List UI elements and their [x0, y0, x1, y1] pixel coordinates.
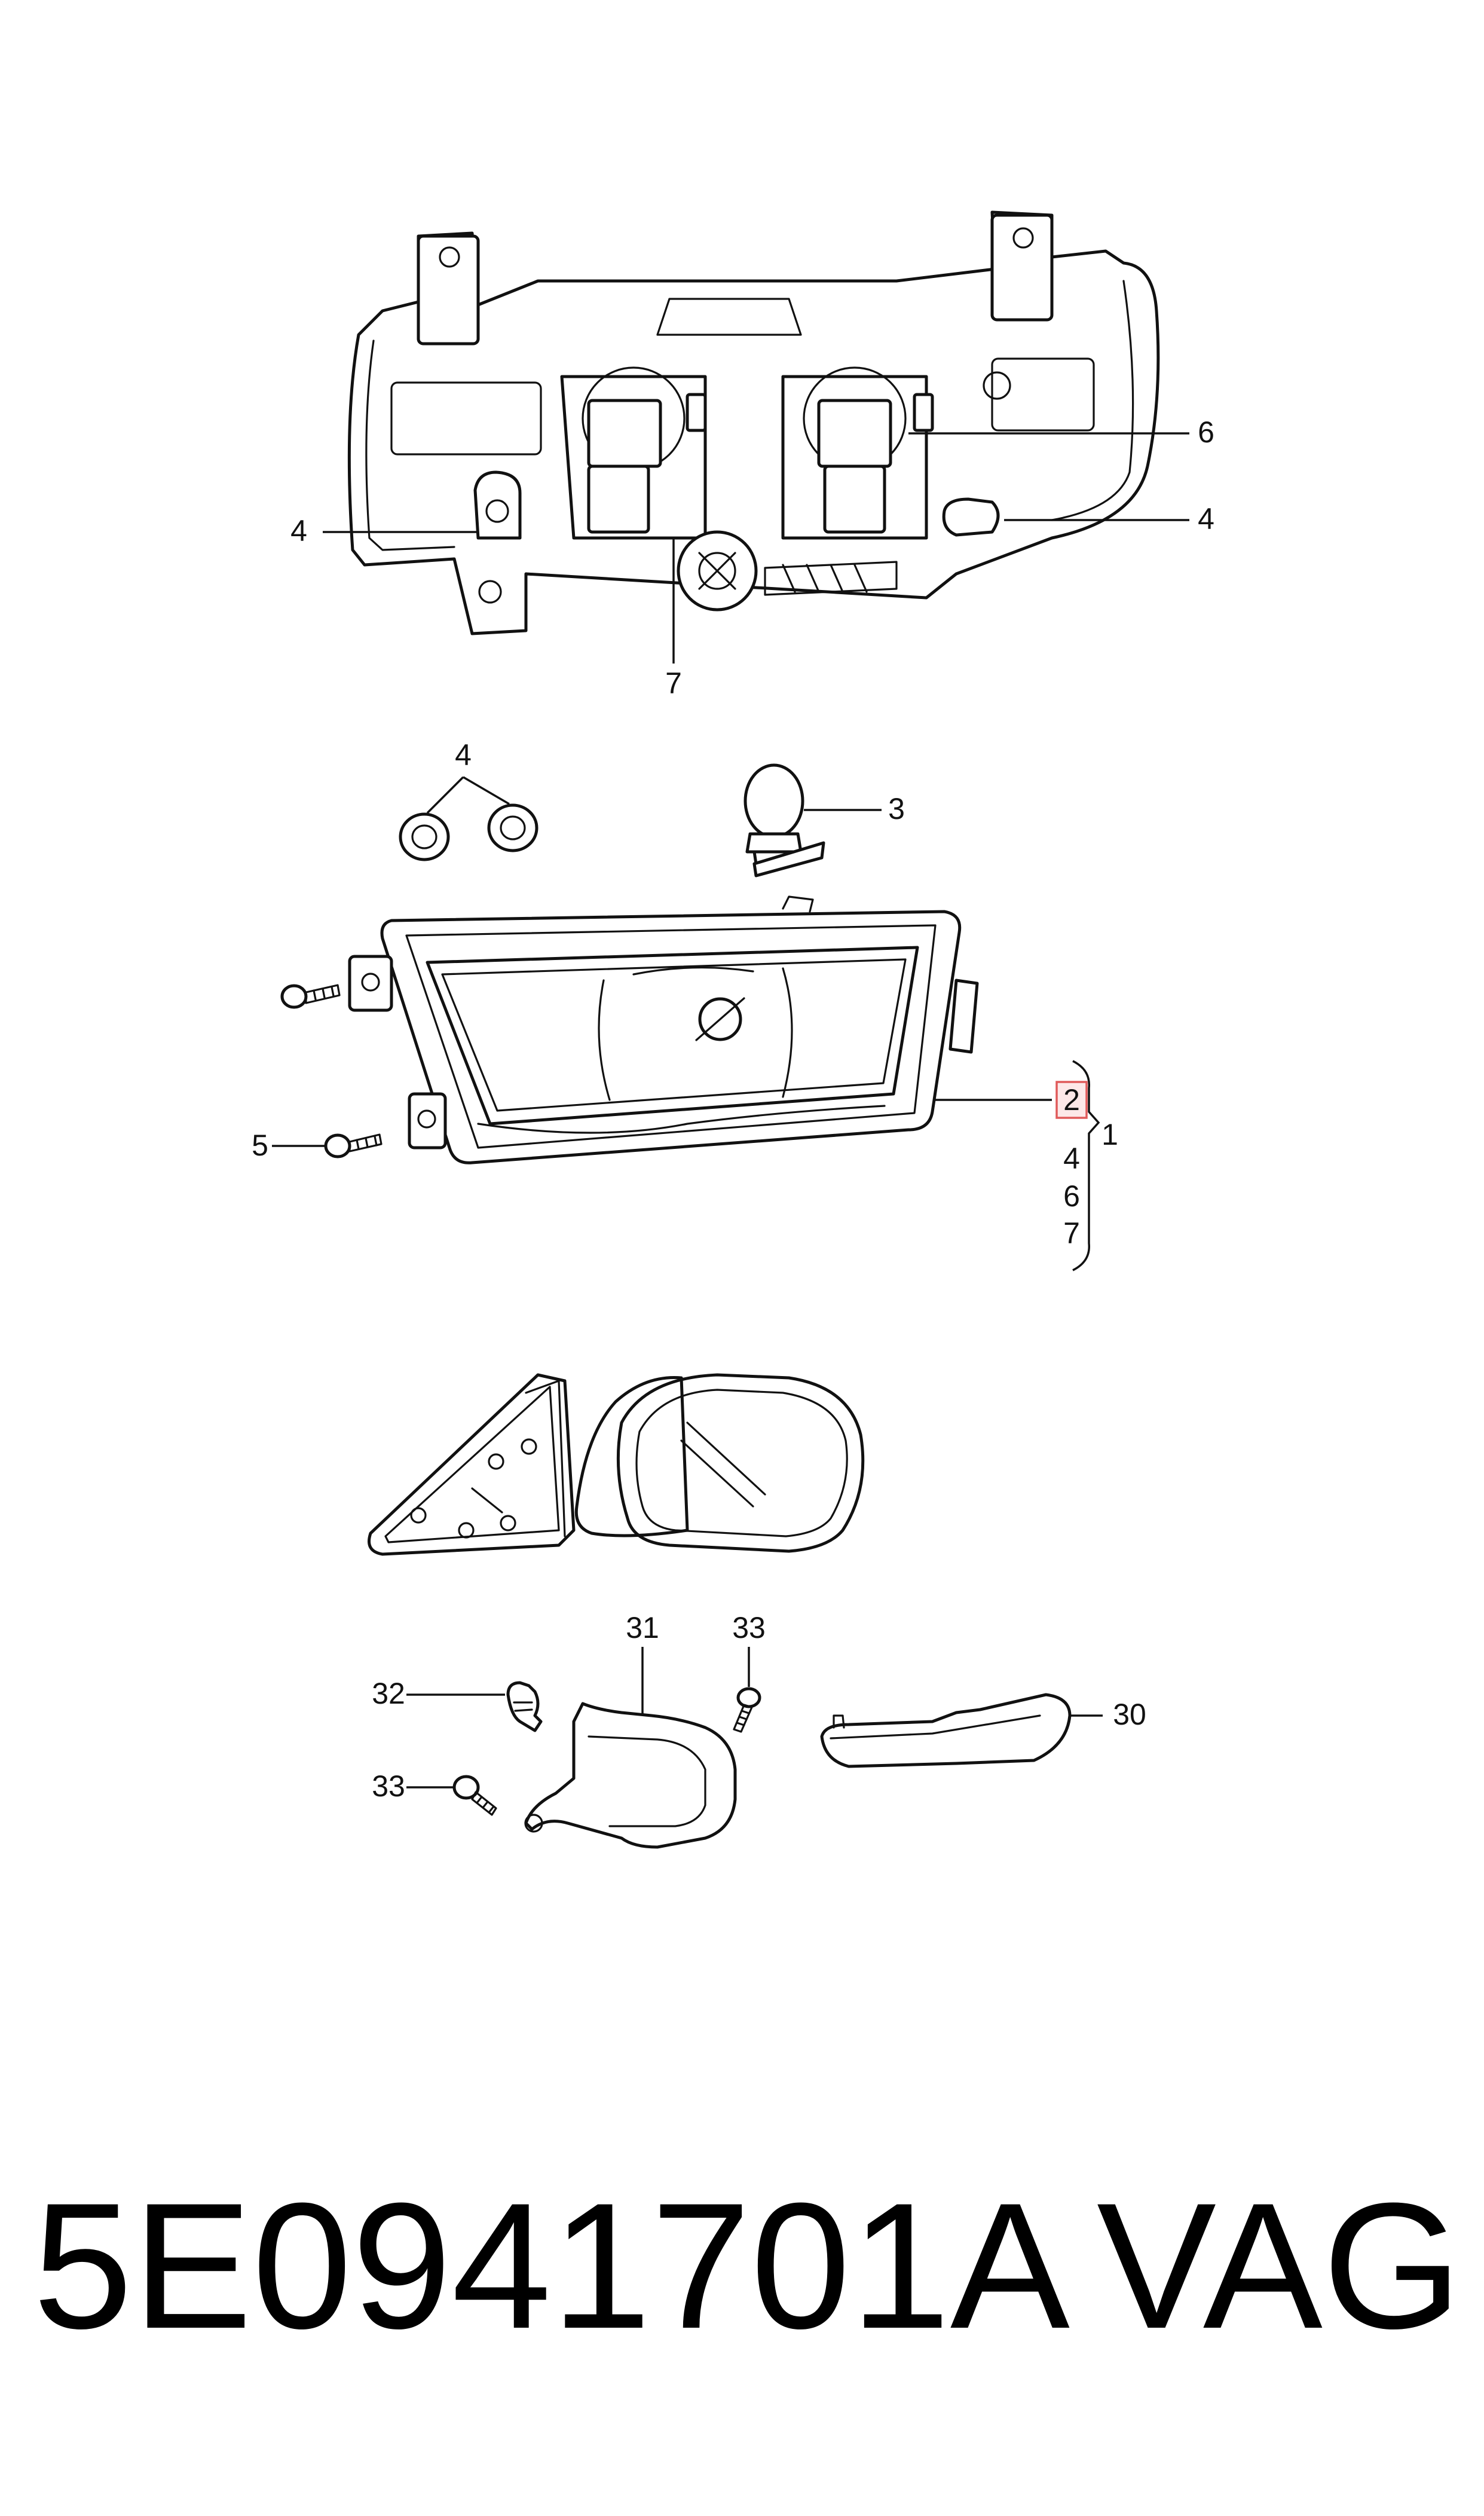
- exterior-mirror: [368, 1373, 865, 1556]
- callout-4-top-left: 4: [290, 514, 307, 548]
- part-number-footer: 5E0941701A VAG: [33, 2165, 1462, 2366]
- callout-33-bottom: 33: [372, 1769, 405, 1803]
- bulb: [743, 763, 882, 878]
- trim-strip-30: [820, 1693, 1103, 1768]
- part-number: 5E0941701A: [33, 2165, 1070, 2366]
- callout-6-bracket: 6: [1063, 1179, 1080, 1213]
- callout-6-top: 6: [1198, 415, 1214, 449]
- callout-2: 2: [1063, 1083, 1080, 1117]
- fog-lamp-front-view: [348, 895, 1052, 1164]
- callout-30: 30: [1113, 1698, 1146, 1731]
- callout-32: 32: [372, 1677, 405, 1710]
- callout-1: 1: [1101, 1118, 1118, 1151]
- callout-7-top: 7: [665, 667, 682, 700]
- callout-33-top: 33: [732, 1611, 766, 1644]
- callout-3: 3: [888, 792, 905, 826]
- callout-7-bracket: 7: [1063, 1216, 1080, 1250]
- manufacturer: VAG: [1097, 2165, 1462, 2366]
- callout-31: 31: [626, 1611, 659, 1644]
- callout-4-top-right: 4: [1198, 502, 1214, 536]
- screw-5: [272, 1133, 383, 1158]
- clip-32: [406, 1681, 543, 1732]
- screw-33-upper: [733, 1647, 761, 1733]
- grommets: [399, 776, 538, 861]
- callout-2-highlight: [1055, 1081, 1088, 1119]
- group-bracket: [1072, 1060, 1100, 1271]
- callout-4-bracket: 4: [1063, 1142, 1080, 1175]
- fog-lamp-rear-view: [323, 210, 1189, 664]
- screw-33-lower: [406, 1775, 497, 1816]
- callout-4-grommets: 4: [455, 738, 472, 772]
- mirror-bracket-31: [524, 1647, 737, 1849]
- screw-upper-left: [280, 984, 341, 1009]
- callout-5: 5: [252, 1129, 268, 1162]
